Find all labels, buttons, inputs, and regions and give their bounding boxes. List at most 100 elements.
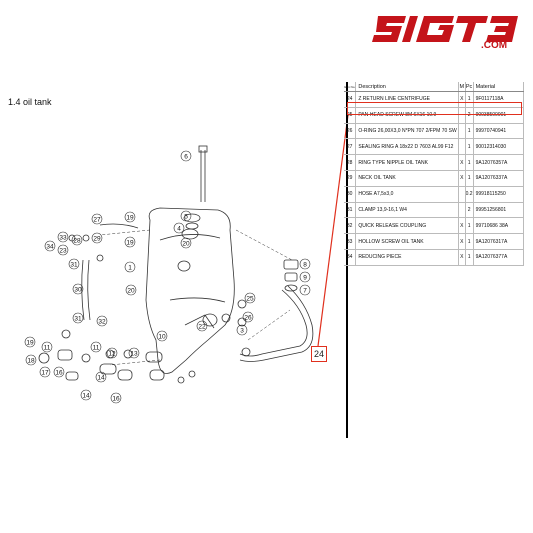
svg-text:22: 22 (198, 324, 206, 331)
cell-m (458, 123, 466, 140)
logo-domain: .COM (481, 40, 508, 51)
cell-material: 9A12076377A (473, 249, 525, 266)
svg-text:5: 5 (184, 214, 188, 221)
svg-text:23: 23 (59, 248, 67, 255)
cell-pc: 1 (465, 91, 474, 108)
cell-m (458, 107, 466, 124)
cell-description: REDUCING PIECE (355, 249, 459, 266)
cell-m (458, 202, 466, 219)
cell-m: X (458, 154, 466, 171)
cell-pc: 1 (465, 249, 474, 266)
cell-description: NECK OIL TANK (355, 170, 459, 187)
svg-text:9: 9 (303, 275, 307, 282)
svg-text:3: 3 (240, 328, 244, 335)
svg-text:11: 11 (44, 345, 51, 352)
cell-description: PAN-HEAD SCREW 8M 6X16 10.9 (355, 107, 459, 124)
svg-text:10: 10 (158, 334, 166, 341)
svg-text:18: 18 (27, 358, 35, 365)
svg-text:4: 4 (177, 226, 181, 233)
cell-description: QUICK RELEASE COUPLING (355, 217, 459, 235)
svg-text:11: 11 (93, 345, 100, 352)
cell-pos: 32 (344, 217, 357, 235)
svg-text:19: 19 (126, 240, 134, 247)
svg-text:17: 17 (41, 370, 49, 377)
cell-m: X (458, 217, 466, 235)
svg-text:32: 32 (98, 319, 106, 326)
table-header-row: Item No. Description M Pc Material (344, 82, 525, 92)
cell-material: 99970740941 (473, 123, 525, 140)
cell-m: X (458, 233, 466, 250)
cell-pos: 33 (344, 233, 357, 250)
svg-text:16: 16 (55, 370, 63, 377)
cell-pc: 2 (465, 107, 474, 124)
part-24-callout[interactable]: 24 (311, 346, 327, 362)
svg-text:29: 29 (93, 236, 101, 243)
cell-pc: 2 (465, 202, 474, 219)
svg-text:20: 20 (182, 241, 190, 248)
cell-description: RING TYPE NIPPLE OIL TANK (355, 154, 459, 171)
cell-material: 9A12076337A (473, 170, 525, 187)
svg-text:14: 14 (97, 375, 105, 382)
cell-material: 99951256801 (473, 202, 525, 219)
header-pc: Pc (465, 82, 474, 92)
cell-material: 9F0117118A (473, 91, 525, 108)
svg-text:26: 26 (244, 315, 252, 322)
cell-description: SEALING RING A 18x22 D 7603 AL99 F12 (355, 138, 459, 156)
svg-text:12: 12 (108, 351, 116, 358)
cell-material: 9A12076317A (473, 233, 525, 250)
cell-m: X (458, 91, 466, 108)
cell-pc: 1 (465, 233, 474, 250)
header-m: M (458, 82, 466, 92)
brand-logo[interactable] (372, 14, 518, 44)
svg-text:16: 16 (112, 396, 120, 403)
svg-text:28: 28 (73, 238, 81, 245)
cell-material: 9A12076357A (473, 154, 525, 171)
svg-text:30: 30 (74, 287, 82, 294)
cell-pc: 1 (465, 217, 474, 235)
svg-text:6: 6 (184, 154, 188, 161)
svg-text:33: 33 (59, 235, 67, 242)
cell-description: Z RETURN LINE CENTRIFUGE (355, 91, 459, 108)
cell-pc: 1 (465, 138, 474, 156)
cell-pos: 28 (344, 154, 357, 171)
svg-text:7: 7 (303, 288, 307, 295)
cell-m (458, 186, 466, 203)
header-pos: Item No. (344, 82, 357, 92)
section-title: 1.4 oil tank (8, 97, 52, 107)
svg-text:13: 13 (130, 351, 138, 358)
cell-pos: 31 (344, 202, 357, 219)
cell-pc: 1 (465, 170, 474, 187)
cell-pc: 1 (465, 154, 474, 171)
svg-text:31: 31 (74, 316, 82, 323)
cell-description: O-RING 26,00X3,0 N*PN 707 2/FPM 70 SW (355, 123, 459, 140)
cell-m: X (458, 170, 466, 187)
cell-description: HOLLOW SCREW OIL TANK (355, 233, 459, 250)
svg-text:34: 34 (46, 244, 54, 251)
svg-text:27: 27 (93, 217, 101, 224)
svg-text:25: 25 (246, 296, 254, 303)
selected-row-highlight (347, 102, 522, 115)
cell-pos: 27 (344, 138, 357, 156)
cell-material: 99710686 38A (473, 217, 525, 235)
cell-pos: 29 (344, 170, 357, 187)
cell-description: HOSE A7,5x3,0 (355, 186, 459, 203)
header-material: Material (473, 82, 525, 92)
cell-material: 90012314030 (473, 138, 525, 156)
cell-m (458, 138, 466, 156)
svg-text:20: 20 (127, 288, 135, 295)
svg-text:14: 14 (82, 393, 90, 400)
svg-text:31: 31 (70, 262, 78, 269)
cell-pos: 26 (344, 123, 357, 140)
